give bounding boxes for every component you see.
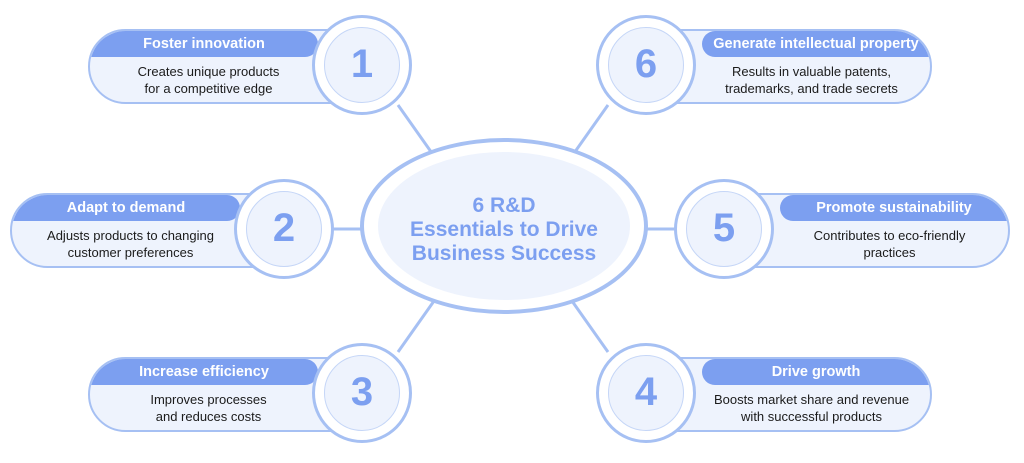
item-title-6: Generate intellectual property (702, 31, 930, 57)
item-number-4: 4 (608, 355, 684, 431)
connector-4 (570, 300, 610, 353)
item-number-badge-2: 2 (234, 179, 334, 279)
item-number-badge-1: 1 (312, 15, 412, 115)
item-description-2: Adjusts products to changing customer pr… (47, 228, 214, 260)
item-description-6: Results in valuable patents, trademarks,… (725, 64, 898, 96)
item-number-3: 3 (324, 355, 400, 431)
item-number-2: 2 (246, 191, 322, 267)
center-hub-inner: 6 R&D Essentials to Drive Business Succe… (378, 152, 630, 300)
item-title-1: Foster innovation (90, 31, 318, 57)
item-description-4: Boosts market share and revenue with suc… (713, 392, 910, 424)
connector-6 (570, 104, 610, 157)
item-title-3: Increase efficiency (90, 359, 318, 385)
item-description-3: Improves processes and reduces costs (150, 392, 267, 424)
item-description-1: Creates unique products for a competitiv… (137, 64, 280, 96)
item-title-2: Adapt to demand (12, 195, 240, 221)
center-hub: 6 R&D Essentials to Drive Business Succe… (360, 138, 648, 314)
item-number-6: 6 (608, 27, 684, 103)
item-title-4: Drive growth (702, 359, 930, 385)
connector-1 (396, 104, 436, 157)
item-number-badge-6: 6 (596, 15, 696, 115)
item-title-5: Promote sustainability (780, 195, 1008, 221)
item-number-5: 5 (686, 191, 762, 267)
item-number-badge-4: 4 (596, 343, 696, 443)
item-number-1: 1 (324, 27, 400, 103)
item-number-badge-3: 3 (312, 343, 412, 443)
item-description-5: Contributes to eco-friendly practices (813, 228, 966, 260)
item-number-badge-5: 5 (674, 179, 774, 279)
center-title: 6 R&D Essentials to Drive Business Succe… (410, 194, 598, 265)
connector-3 (396, 300, 436, 353)
